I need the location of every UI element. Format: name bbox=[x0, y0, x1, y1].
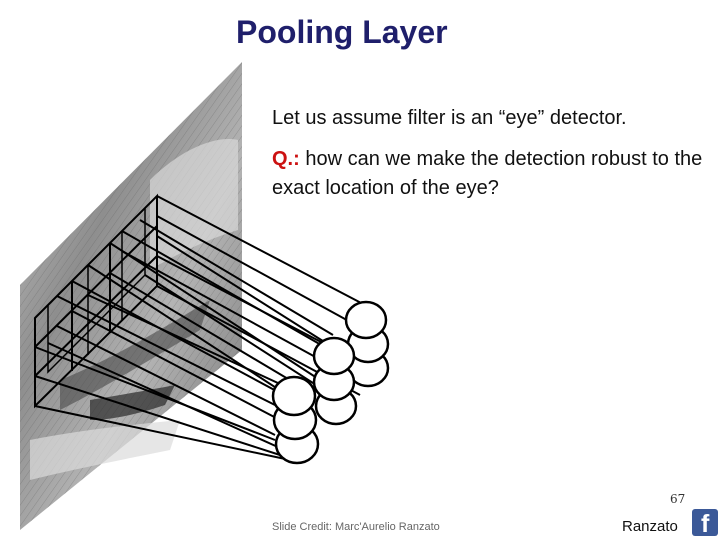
body-line-1: Let us assume filter is an “eye” detecto… bbox=[272, 107, 627, 129]
output-unit bbox=[312, 336, 356, 376]
connection-lines bbox=[34, 195, 366, 461]
question-text: how can we make the detection robust to … bbox=[272, 148, 703, 199]
slide-number: 67 bbox=[670, 492, 686, 506]
slide-credit: Slide Credit: Marc'Aurelio Ranzato bbox=[272, 521, 440, 533]
output-units bbox=[271, 300, 390, 465]
author-name: Ranzato bbox=[622, 518, 678, 535]
face-photo bbox=[20, 62, 242, 530]
slide-body: Let us assume filter is an “eye” detecto… bbox=[272, 104, 712, 215]
facebook-logo-icon: f bbox=[692, 509, 718, 536]
question-label: Q.: bbox=[272, 148, 300, 170]
output-unit bbox=[271, 375, 317, 417]
question: Q.: how can we make the detection robust… bbox=[272, 145, 712, 203]
slide-title: Pooling Layer bbox=[236, 14, 448, 50]
output-unit bbox=[344, 300, 388, 340]
logo-letter: f bbox=[701, 510, 710, 536]
